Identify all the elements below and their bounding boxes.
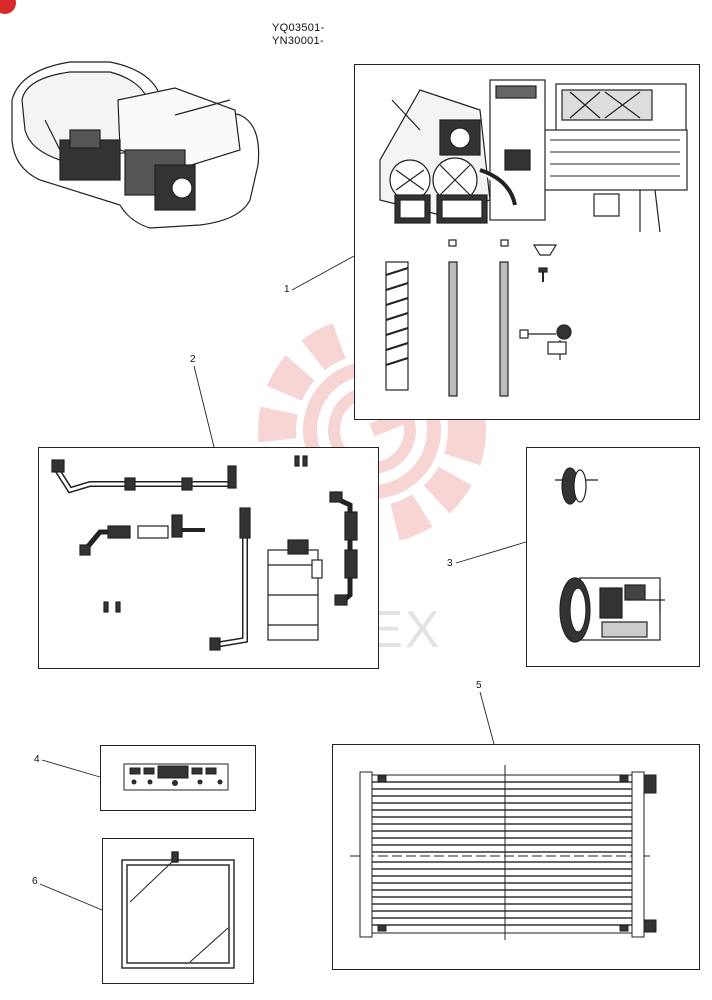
callout-1: 1: [284, 284, 290, 295]
callout-5: 5: [476, 680, 482, 691]
callout-4: 4: [34, 754, 40, 765]
callout-3: 3: [447, 558, 453, 569]
callout-2: 2: [190, 354, 196, 365]
corner-mark: [0, 0, 16, 14]
serial-number-2: YN30001-: [272, 35, 324, 47]
serial-number-1: YQ03501-: [272, 22, 325, 34]
callout-6: 6: [32, 876, 38, 887]
